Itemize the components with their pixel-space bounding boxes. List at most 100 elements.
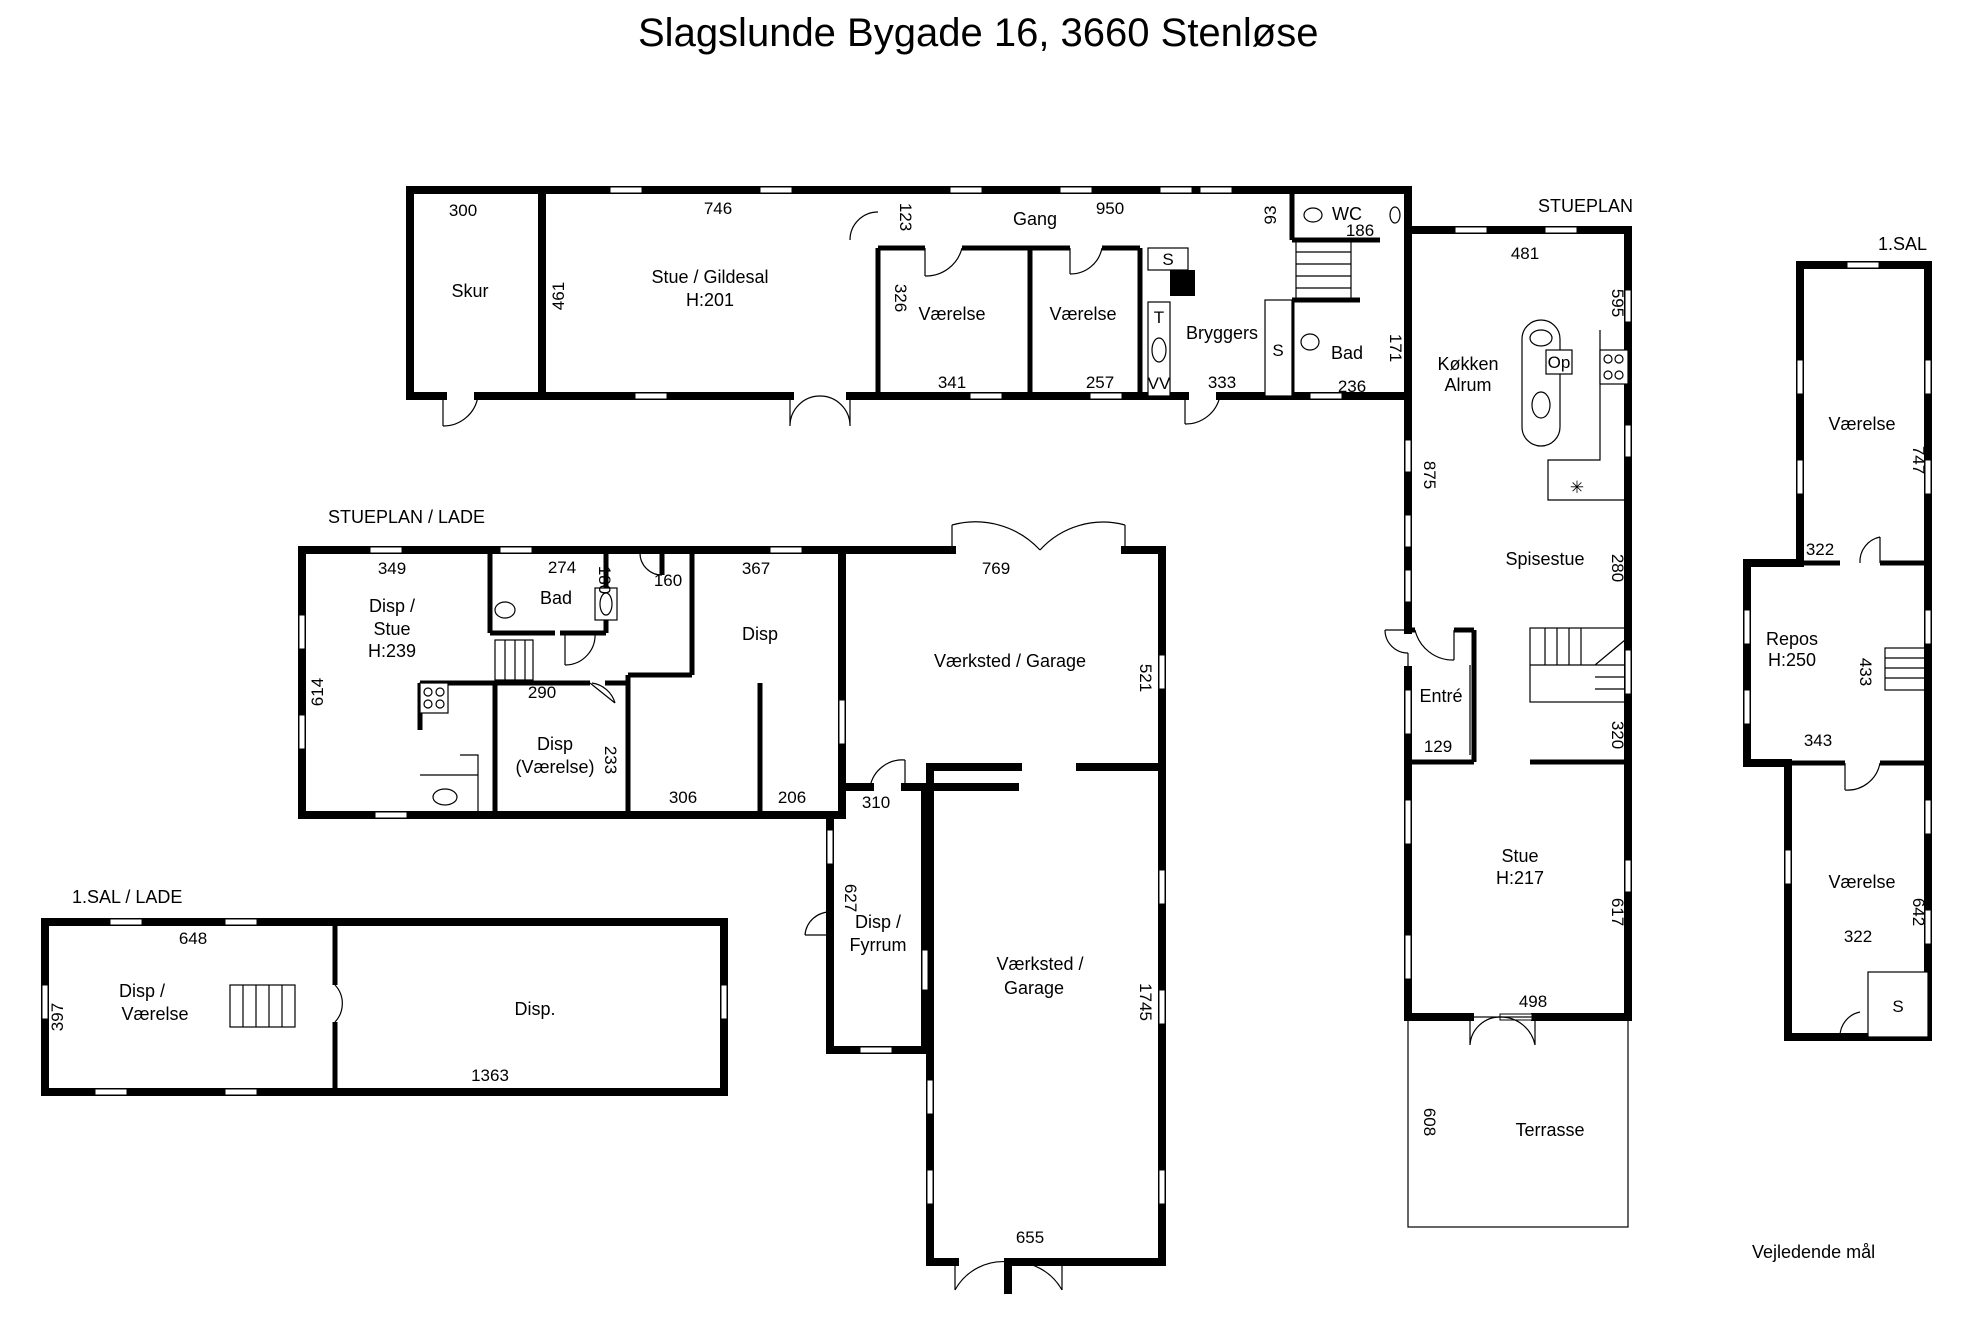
room-alrum: Alrum — [1444, 375, 1491, 395]
dim-322a: 322 — [1806, 540, 1834, 559]
dim-642: 642 — [1909, 898, 1928, 926]
dim-180: 180 — [595, 566, 614, 594]
room-vaerelse-b: Værelse — [1049, 304, 1116, 324]
room-spisestue: Spisestue — [1505, 549, 1584, 569]
dim-747: 747 — [1909, 446, 1928, 474]
main-house-top-wing — [406, 186, 1412, 427]
fixture-t: T — [1154, 308, 1164, 327]
dim-617: 617 — [1608, 898, 1627, 926]
room-vaerksted2-line1: Værksted / — [996, 954, 1083, 974]
dim-648: 648 — [179, 929, 207, 948]
dim-290: 290 — [528, 683, 556, 702]
dim-521: 521 — [1136, 664, 1155, 692]
dim-280: 280 — [1608, 554, 1627, 582]
dim-1363: 1363 — [471, 1066, 509, 1085]
fixture-stove-star: ✳ — [1570, 478, 1584, 497]
room-disp-vaerelse-line1: Disp — [537, 734, 573, 754]
dim-236: 236 — [1338, 377, 1366, 396]
dim-186: 186 — [1346, 221, 1374, 240]
dim-627: 627 — [841, 884, 860, 912]
dim-433: 433 — [1856, 658, 1875, 686]
room-bad-main: Bad — [1331, 343, 1363, 363]
dim-498: 498 — [1519, 992, 1547, 1011]
room-sal-vaerelse-top: Værelse — [1828, 414, 1895, 434]
dim-341: 341 — [938, 373, 966, 392]
dim-160: 160 — [654, 571, 682, 590]
room-repos-height: H:250 — [1768, 650, 1816, 670]
room-bad-lade: Bad — [540, 588, 572, 608]
room-bryggers: Bryggers — [1186, 323, 1258, 343]
dim-300: 300 — [449, 201, 477, 220]
workshop-garage — [804, 521, 1166, 1294]
dim-349: 349 — [378, 559, 406, 578]
dim-614: 614 — [308, 678, 327, 706]
dim-461: 461 — [549, 282, 568, 310]
room-terrasse: Terrasse — [1515, 1120, 1584, 1140]
dim-595: 595 — [1608, 289, 1627, 317]
dim-206: 206 — [778, 788, 806, 807]
first-floor — [1743, 261, 1932, 1041]
room-vaerksted2-line2: Garage — [1004, 978, 1064, 998]
fixture-s-sal: S — [1892, 997, 1903, 1016]
dim-343: 343 — [1804, 731, 1832, 750]
fixture-s-bryggers-side: S — [1272, 341, 1283, 360]
dim-950: 950 — [1096, 199, 1124, 218]
main-house-east-wing — [1384, 226, 1632, 1228]
room-disp-stue-line1: Disp / — [369, 596, 415, 616]
room-loft-disp-line2: Værelse — [121, 1004, 188, 1024]
dim-875: 875 — [1420, 461, 1439, 489]
room-sal-vaerelse-bottom: Værelse — [1828, 872, 1895, 892]
barn-first-floor — [41, 918, 728, 1096]
dim-123: 123 — [896, 203, 915, 231]
room-stue: Stue — [1501, 846, 1538, 866]
room-skur: Skur — [451, 281, 488, 301]
section-label-1-sal: 1.SAL — [1878, 234, 1927, 254]
disclaimer-note: Vejledende mål — [1752, 1242, 1875, 1262]
section-label-stueplan-lade: STUEPLAN / LADE — [328, 507, 485, 527]
dim-608: 608 — [1420, 1108, 1439, 1136]
fixture-vv: VV — [1148, 374, 1171, 393]
dim-769: 769 — [982, 559, 1010, 578]
dim-306: 306 — [669, 788, 697, 807]
dim-93: 93 — [1261, 206, 1280, 225]
room-entre: Entré — [1419, 686, 1462, 706]
room-wc: WC — [1332, 204, 1362, 224]
dim-655: 655 — [1016, 1228, 1044, 1247]
plan-title: Slagslunde Bygade 16, 3660 Stenløse — [638, 11, 1319, 55]
room-disp-fyrrum-line2: Fyrrum — [850, 935, 907, 955]
dim-326: 326 — [891, 284, 910, 312]
room-loft-disp-line1: Disp / — [119, 981, 165, 1001]
room-stue-gildesal: Stue / Gildesal — [651, 267, 768, 287]
room-vaerelse-a: Værelse — [918, 304, 985, 324]
section-label-stueplan: STUEPLAN — [1538, 196, 1633, 216]
room-disp-stue-line2: Stue — [373, 619, 410, 639]
fixture-op: Op — [1548, 353, 1571, 372]
room-disp-stue-height: H:239 — [368, 641, 416, 661]
room-disp-fyrrum-line1: Disp / — [855, 912, 901, 932]
room-gang: Gang — [1013, 209, 1057, 229]
section-label-1-sal-lade: 1.SAL / LADE — [72, 887, 182, 907]
room-vaerksted-garage: Værksted / Garage — [934, 651, 1086, 671]
room-disp-lade: Disp — [742, 624, 778, 644]
fixture-s-bryggers-top: S — [1162, 250, 1173, 269]
dim-481: 481 — [1511, 244, 1539, 263]
room-disp-vaerelse-line2: (Værelse) — [515, 757, 594, 777]
dim-233: 233 — [601, 746, 620, 774]
dim-397: 397 — [48, 1003, 67, 1031]
room-repos: Repos — [1766, 629, 1818, 649]
dim-1745: 1745 — [1136, 983, 1155, 1021]
dim-257: 257 — [1086, 373, 1114, 392]
dim-746: 746 — [704, 199, 732, 218]
room-koekken: Køkken — [1437, 354, 1498, 374]
dim-320: 320 — [1608, 721, 1627, 749]
room-stue-height: H:217 — [1496, 868, 1544, 888]
dim-129: 129 — [1424, 737, 1452, 756]
dim-333: 333 — [1208, 373, 1236, 392]
room-stue-gildesal-height: H:201 — [686, 290, 734, 310]
room-loft-disp-big: Disp. — [514, 999, 555, 1019]
dim-322b: 322 — [1844, 927, 1872, 946]
dim-171: 171 — [1386, 334, 1405, 362]
dim-367: 367 — [742, 559, 770, 578]
dim-274: 274 — [548, 558, 576, 577]
